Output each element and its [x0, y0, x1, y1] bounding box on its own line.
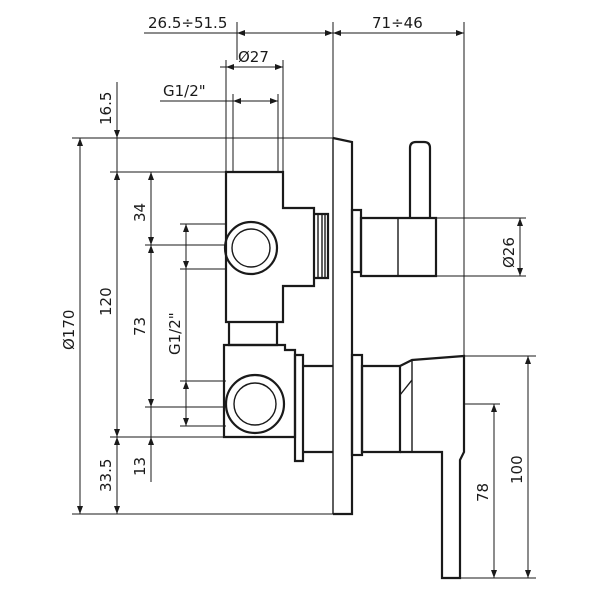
- valve-body: [222, 136, 466, 580]
- dim-label-inlet-diameter: Ø27: [238, 48, 269, 66]
- upper-cartridge-thread: [314, 212, 330, 280]
- upper-housing: [224, 170, 316, 324]
- dim-label-spacing-73: 73: [131, 317, 149, 336]
- diverter-escutcheon: [350, 208, 363, 274]
- lower-cartridge-flange: [293, 353, 305, 463]
- lever-handle: [399, 354, 466, 580]
- dim-label-top-right-range: 71÷46: [372, 14, 423, 32]
- dim-label-top-left-range: 26.5÷51.5: [148, 14, 227, 32]
- dim-label-lever-height: 100: [508, 455, 526, 484]
- lower-inlet-inner: [233, 382, 277, 426]
- dim-label-plate-offset: 16.5: [97, 92, 115, 125]
- diverter-stem: [408, 140, 432, 218]
- dim-label-body-diameter: Ø170: [60, 310, 78, 350]
- connector: [227, 322, 279, 347]
- upper-inlet-outer: [223, 220, 279, 276]
- dim-label-spacing-34: 34: [131, 203, 149, 222]
- dim-label-lever-drop: 78: [474, 483, 492, 502]
- lever-escutcheon: [350, 353, 364, 457]
- lower-inlet-outer: [224, 373, 286, 435]
- dim-label-spacing-13: 13: [131, 457, 149, 476]
- dimension-lines: [72, 22, 536, 579]
- dim-label-thread-side: G1/2": [166, 312, 184, 355]
- dim-label-height-120: 120: [97, 287, 115, 316]
- dim-label-knob-diameter: Ø26: [500, 237, 518, 268]
- dim-label-thread-top: G1/2": [163, 82, 206, 100]
- upper-inlet-inner: [231, 228, 271, 268]
- dim-label-bottom-offset: 33.5: [97, 459, 115, 492]
- cover-plate: [332, 136, 354, 516]
- lever-body: [360, 364, 402, 454]
- dimension-labels: 26.5÷51.5 71÷46 Ø27 G1/2" 16.5 Ø170 120 …: [60, 14, 526, 502]
